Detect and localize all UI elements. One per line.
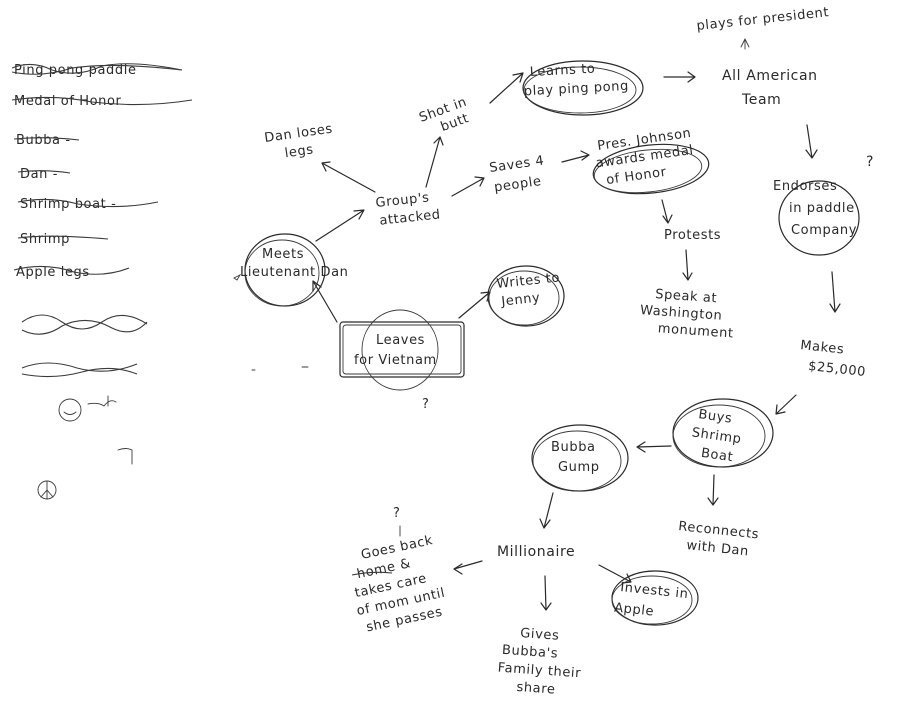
node-outline bbox=[523, 66, 637, 114]
node-outline bbox=[488, 270, 560, 326]
note-bubba: Bubba - bbox=[16, 133, 71, 148]
node-outline bbox=[672, 404, 766, 468]
node-outline bbox=[611, 575, 693, 625]
scribble-wave bbox=[21, 314, 148, 330]
arrow bbox=[489, 72, 524, 104]
arrow bbox=[451, 176, 485, 197]
question-mark: ? bbox=[422, 397, 430, 412]
node-all-american-team: All American Team bbox=[722, 68, 823, 108]
question-mark: ? bbox=[866, 154, 874, 170]
arrow bbox=[425, 136, 444, 188]
node-meets-lieutenant: Meets Lieutenant Dan bbox=[240, 247, 348, 280]
arrow bbox=[540, 575, 552, 611]
node-millionaire: Millionaire bbox=[497, 544, 575, 560]
node-outline bbox=[778, 180, 860, 256]
arrow bbox=[775, 394, 797, 415]
node-speak-washington: Speak at Washington monument bbox=[638, 286, 736, 342]
node-pres-johnson: Pres. Johnson awards medal of Honor bbox=[593, 125, 702, 189]
strike-line bbox=[17, 198, 159, 208]
node-dan-loses-legs: Dan loses legs bbox=[263, 121, 340, 164]
node-outline bbox=[361, 309, 439, 391]
scribble-wave bbox=[21, 362, 138, 372]
note-medal-of-honor: Medal of Honor bbox=[14, 94, 122, 109]
arrow bbox=[682, 249, 693, 281]
strike-line bbox=[11, 63, 183, 74]
note-shrimp-boat: Shrimp boat - bbox=[20, 197, 116, 212]
star-mark-icon bbox=[233, 273, 242, 281]
node-outline bbox=[244, 239, 320, 307]
node-outline bbox=[593, 148, 703, 194]
arrow bbox=[312, 280, 338, 323]
arrow bbox=[458, 291, 491, 319]
peace-sign-lines bbox=[40, 480, 54, 500]
arrow bbox=[829, 271, 841, 313]
arrow bbox=[453, 560, 483, 575]
node-learns-ping-pong: Learns to play ping pong bbox=[522, 60, 629, 99]
node-outline bbox=[522, 60, 644, 116]
smiley-icon bbox=[58, 398, 82, 422]
caret-arrow-icon bbox=[740, 37, 750, 50]
node-protests: Protests bbox=[664, 228, 721, 243]
note-dan: Dan - bbox=[20, 167, 58, 182]
arrow bbox=[663, 71, 696, 83]
strike-line bbox=[11, 64, 183, 75]
strike-line bbox=[11, 96, 193, 106]
node-leaves-vietnam: Leaves for Vietnam bbox=[354, 333, 437, 368]
smiley-mouth bbox=[63, 411, 77, 415]
strike-line bbox=[17, 170, 71, 174]
node-endorses: Endorses in paddle Company bbox=[773, 179, 859, 238]
node-goes-back-home: Goes back home & takes care of mom until… bbox=[344, 532, 455, 637]
stray-marks bbox=[251, 366, 309, 371]
node-outline bbox=[487, 265, 565, 327]
node-writes-jenny: Writes to Jenny bbox=[496, 270, 567, 310]
strike-line bbox=[351, 571, 393, 576]
scribble-wave bbox=[21, 319, 148, 335]
strike-line bbox=[13, 265, 130, 275]
scribble-wave bbox=[21, 367, 138, 378]
node-outline bbox=[592, 143, 710, 195]
question-mark: ? bbox=[393, 506, 401, 521]
node-plays-for-president: plays for president bbox=[696, 5, 830, 34]
node-reconnects-dan: Reconnects with Dan bbox=[676, 519, 765, 561]
arrow bbox=[661, 199, 673, 224]
node-buys-shrimp-boat: Buys Shrimp Boat bbox=[688, 407, 750, 467]
node-bubba-gump: Bubba Gump bbox=[551, 440, 600, 475]
node-gives-bubbas-family: Gives Bubba's Family their share bbox=[496, 625, 589, 700]
arrow bbox=[539, 492, 554, 529]
node-groups-attacked: Group's attacked bbox=[375, 189, 441, 228]
strike-line bbox=[17, 235, 109, 240]
arrow bbox=[561, 150, 590, 163]
arrow bbox=[805, 124, 818, 159]
node-outline bbox=[531, 424, 629, 492]
node-invests-apple: Invests in Apple bbox=[613, 580, 693, 624]
note-shrimp: Shrimp bbox=[20, 232, 70, 247]
arrow bbox=[321, 161, 376, 193]
node-outline bbox=[532, 430, 622, 492]
arrow bbox=[707, 474, 719, 506]
node-box bbox=[342, 324, 462, 375]
note-apple-legs: Apple legs bbox=[16, 265, 90, 280]
node-box bbox=[339, 321, 465, 378]
sidebar-notes: Ping pong paddle Medal of Honor Bubba - … bbox=[11, 63, 193, 500]
strike-line bbox=[13, 137, 80, 141]
arrow bbox=[636, 441, 672, 453]
node-makes-money: Makes $25,000 bbox=[797, 338, 868, 380]
scribble-mark bbox=[87, 395, 117, 407]
node-shot-in-butt: Shot in butt bbox=[417, 93, 479, 141]
arrow bbox=[315, 209, 365, 242]
node-saves-4-people: Saves 4 people bbox=[488, 153, 552, 196]
scribble-mark bbox=[117, 448, 133, 465]
